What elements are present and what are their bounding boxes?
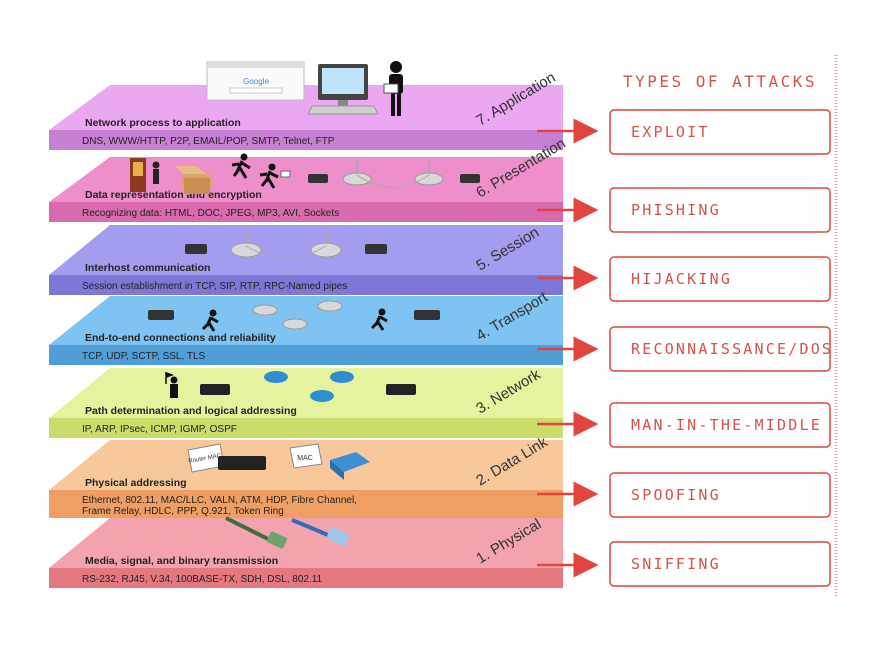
ethernet-cable-icon <box>225 516 349 549</box>
attack-label: EXPLOIT <box>631 123 710 141</box>
attacks-heading: TYPES OF ATTACKS <box>623 72 817 91</box>
layer-2-protocols-line1: Ethernet, 802.11, MAC/LLC, VALN, ATM, HD… <box>82 495 357 506</box>
layer-7-protocols: DNS, WWW/HTTP, P2P, EMAIL/POP, SMTP, Tel… <box>82 136 335 147</box>
router-mac-tag: Router MAC <box>188 453 222 465</box>
layer-7-side <box>49 130 563 150</box>
layer-5-session: Interhost communication Session establis… <box>49 224 563 295</box>
layer-1-top <box>49 518 563 568</box>
layer-3-title: Path determination and logical addressin… <box>85 405 297 417</box>
network-devices-icon <box>148 300 440 332</box>
layer-4-top <box>49 296 563 345</box>
layer-2-title: Physical addressing <box>85 477 187 489</box>
layer-3-top <box>49 368 563 418</box>
layer-3-protocols: IP, ARP, IPsec, ICMP, IGMP, OSPF <box>82 424 237 435</box>
network-routing-icon <box>165 371 416 402</box>
layer-4-transport: End-to-end connections and reliability T… <box>49 288 563 365</box>
attack-box <box>609 256 831 302</box>
layer-7-application: Network process to application DNS, WWW/… <box>49 61 563 150</box>
running-thief-icon <box>231 153 251 179</box>
attack-box <box>609 472 831 518</box>
layer-1-standards: RS-232, RJ45, V.34, 100BASE-TX, SDH, DSL… <box>82 574 323 585</box>
layer-1-physical: Media, signal, and binary transmission R… <box>49 515 563 588</box>
layer-4-protocols: TCP, UDP, SCTP, SSL, TLS <box>82 351 206 362</box>
layer-1-side <box>49 568 563 588</box>
attacks-column: EXPLOIT PHISHING HIJACKING RECONNAISSANCE/D… <box>537 109 833 587</box>
layer-5-title: Interhost communication <box>85 262 210 274</box>
attack-label: SNIFFING <box>631 555 721 573</box>
layer-4-title: End-to-end connections and reliability <box>85 332 276 344</box>
attack-label: SPOOFING <box>631 486 721 504</box>
layer-6-side <box>49 202 563 222</box>
layer-6-title: Data representation and encryption <box>85 189 262 201</box>
attack-label: MAN-IN-THE-MIDDLE <box>631 416 822 434</box>
layer-3-network: Path determination and logical addressin… <box>49 366 563 438</box>
layer-4-side <box>49 345 563 365</box>
attack-box <box>609 326 831 372</box>
attack-label: RECONNAISSANCE/DOS <box>631 340 833 358</box>
router-bridge-icon <box>308 160 480 188</box>
vending-machine-icon <box>130 158 160 192</box>
running-thief-icon-2 <box>259 163 291 189</box>
mac-address-devices-icon: Router MAC MAC <box>187 443 370 480</box>
layer-3-side <box>49 418 563 438</box>
layer-5-top <box>49 225 563 275</box>
layer-7-top <box>49 85 563 130</box>
layer-7-title: Network process to application <box>85 117 241 129</box>
attack-box <box>609 109 831 155</box>
layer-2-side <box>49 490 563 518</box>
browser-window-icon: Google <box>206 61 305 101</box>
person-icon <box>383 61 403 116</box>
search-engine-logo: Google <box>243 77 269 86</box>
attack-label: PHISHING <box>631 201 721 219</box>
router-bridge-icon <box>185 230 387 259</box>
open-box-icon <box>174 166 214 194</box>
layer-5-side <box>49 275 563 295</box>
desktop-computer-icon <box>307 64 379 115</box>
attack-box <box>609 541 831 587</box>
mac-tag: MAC <box>297 455 313 462</box>
attack-label: HIJACKING <box>631 270 732 288</box>
layer-2-data-link: Physical addressing Ethernet, 802.11, MA… <box>49 433 563 518</box>
attack-box <box>609 402 831 448</box>
attack-box <box>609 187 831 233</box>
layer-6-presentation: Data representation and encryption Recog… <box>49 135 569 222</box>
layer-1-title: Media, signal, and binary transmission <box>85 555 278 567</box>
layer-2-protocols-line2: Frame Relay, HDLC, PPP, Q.921, Token Rin… <box>82 506 284 517</box>
layer-6-formats: Recognizing data: HTML, DOC, JPEG, MP3, … <box>82 208 339 219</box>
layer-5-session-protocols: Session establishment in TCP, SIP, RTP, … <box>82 281 347 292</box>
